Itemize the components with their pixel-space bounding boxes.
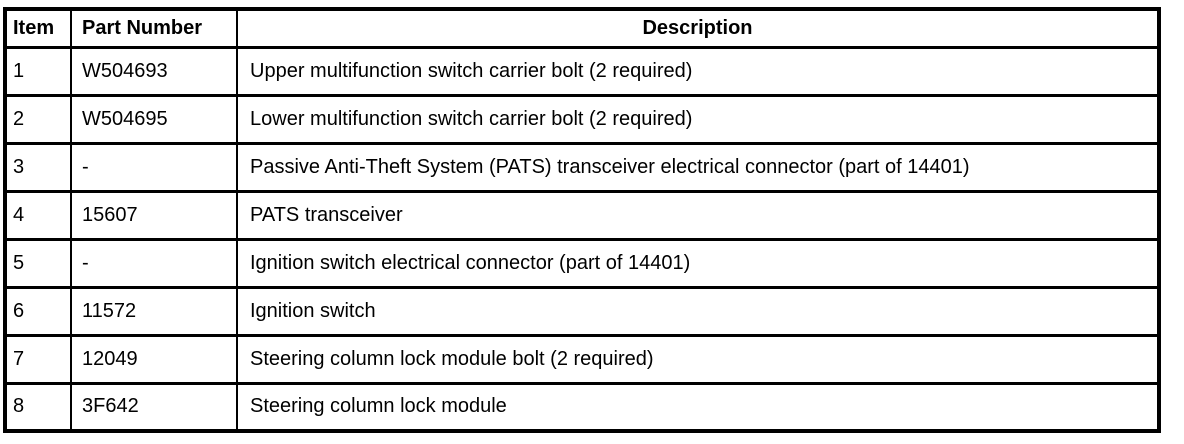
cell-part-number: - <box>70 141 238 193</box>
cell-description: Ignition switch electrical connector (pa… <box>236 237 1160 289</box>
cell-part-number: 3F642 <box>70 381 238 433</box>
header-description: Description <box>236 7 1160 49</box>
table-row: 6 11572 Ignition switch <box>4 285 1160 337</box>
cell-description: Steering column lock module <box>236 381 1160 433</box>
table-row: 2 W504695 Lower multifunction switch car… <box>4 93 1160 145</box>
cell-item: 6 <box>4 285 72 337</box>
header-item: Item <box>4 7 72 49</box>
cell-item: 3 <box>4 141 72 193</box>
cell-item: 5 <box>4 237 72 289</box>
cell-item: 2 <box>4 93 72 145</box>
cell-description: Ignition switch <box>236 285 1160 337</box>
table-row: 5 - Ignition switch electrical connector… <box>4 237 1160 289</box>
cell-part-number: 15607 <box>70 189 238 241</box>
header-part-number: Part Number <box>70 7 238 49</box>
cell-part-number: W504695 <box>70 93 238 145</box>
cell-item: 7 <box>4 333 72 385</box>
cell-part-number: - <box>70 237 238 289</box>
parts-table: Item Part Number Description 1 W504693 U… <box>3 7 1161 433</box>
table-row: 3 - Passive Anti-Theft System (PATS) tra… <box>4 141 1160 193</box>
cell-description: Lower multifunction switch carrier bolt … <box>236 93 1160 145</box>
cell-part-number: W504693 <box>70 45 238 97</box>
cell-description: PATS transceiver <box>236 189 1160 241</box>
cell-item: 8 <box>4 381 72 433</box>
cell-description: Upper multifunction switch carrier bolt … <box>236 45 1160 97</box>
parts-table-header: Item Part Number Description <box>4 7 1160 49</box>
table-row: 4 15607 PATS transceiver <box>4 189 1160 241</box>
table-row: 8 3F642 Steering column lock module <box>4 381 1160 433</box>
table-row: 7 12049 Steering column lock module bolt… <box>4 333 1160 385</box>
cell-part-number: 12049 <box>70 333 238 385</box>
table-row: 1 W504693 Upper multifunction switch car… <box>4 45 1160 97</box>
parts-table-body: 1 W504693 Upper multifunction switch car… <box>4 45 1160 433</box>
cell-description: Steering column lock module bolt (2 requ… <box>236 333 1160 385</box>
cell-item: 1 <box>4 45 72 97</box>
cell-description: Passive Anti-Theft System (PATS) transce… <box>236 141 1160 193</box>
cell-part-number: 11572 <box>70 285 238 337</box>
cell-item: 4 <box>4 189 72 241</box>
header-row: Item Part Number Description <box>4 7 1160 49</box>
